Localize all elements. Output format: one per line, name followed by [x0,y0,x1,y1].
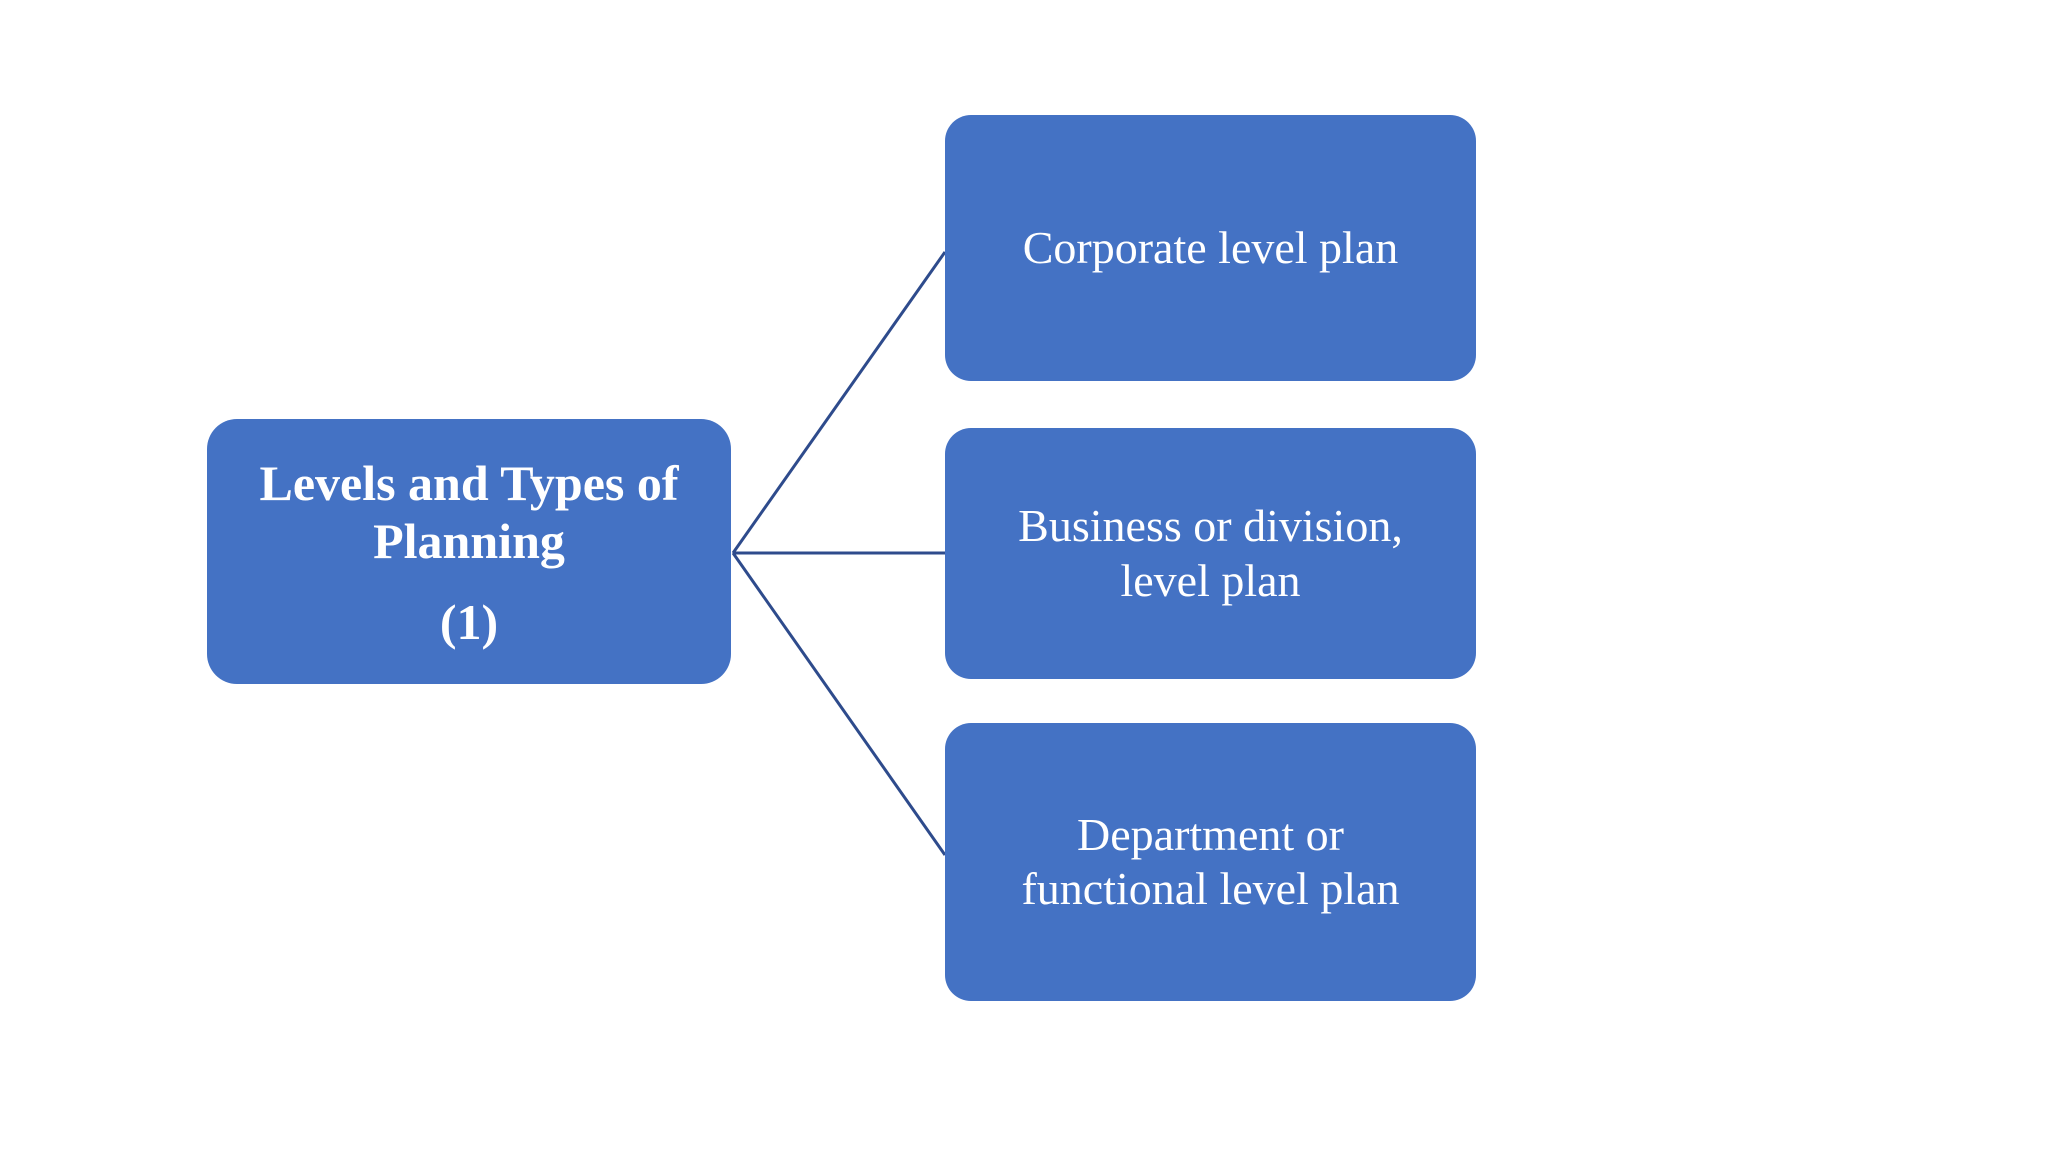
branch-node-label: Department or functional level plan [1021,808,1400,914]
branch-node-business[interactable]: Business or division, level plan [945,428,1476,679]
branch-node-label: Business or division, level plan [1018,500,1403,606]
branch-node-label: Corporate level plan [1022,221,1399,273]
branch-node-department[interactable]: Department or functional level plan [945,723,1476,1001]
connector-line-to-department [731,552,947,856]
connector-line-to-corporate [731,251,947,554]
root-node[interactable]: Levels and Types of Planning (1) [207,419,731,684]
branch-node-corporate[interactable]: Corporate level plan [945,115,1476,381]
root-node-title: Levels and Types of Planning [259,454,679,570]
root-node-index: (1) [439,593,499,650]
